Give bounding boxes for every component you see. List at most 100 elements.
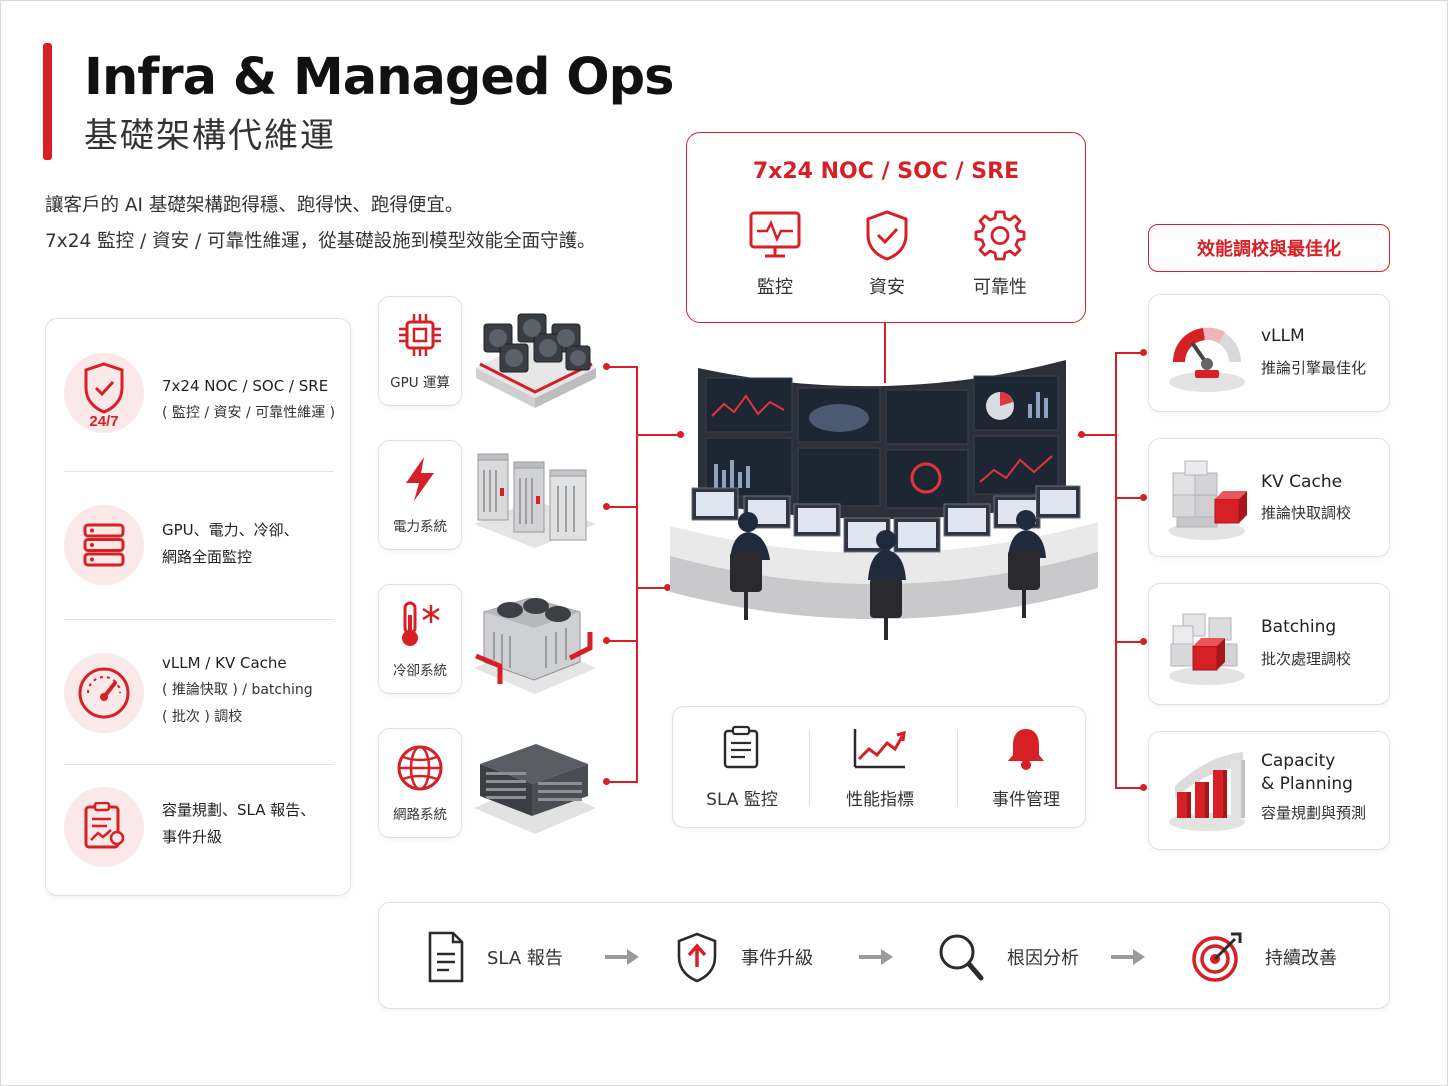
noc-item-label: 可靠性 <box>973 277 1027 298</box>
noc-item-security: 資安 <box>837 209 937 299</box>
noc-panel: 7x24 NOC / SOC / SRE 監控 資安 可靠性 <box>686 132 1086 323</box>
feature-subtitle: ( 推論快取 ) / batching <box>162 682 313 698</box>
connector-line-left <box>636 366 638 782</box>
shield-up-icon <box>677 932 717 982</box>
perf-card-subtitle: 容量規劃與預測 <box>1261 804 1367 822</box>
blocks-icon <box>1163 600 1251 688</box>
shield-check-icon <box>866 210 908 261</box>
metric-item-performance: 性能指標 <box>811 725 949 810</box>
noc-item-reliability: 可靠性 <box>950 209 1050 299</box>
description-line-2: 7x24 監控 / 資安 / 可靠性維運，從基礎設施到模型效能全面守護。 <box>45 231 596 252</box>
perf-card-vllm: vLLM 推論引擎最佳化 <box>1148 294 1390 412</box>
document-icon <box>428 931 464 982</box>
perf-card-title: vLLM <box>1261 326 1305 346</box>
badge-24-7: 24/7 <box>89 413 118 428</box>
page-subtitle: 基礎架構代維運 <box>84 116 336 156</box>
arrow-right-icon <box>605 949 639 965</box>
feature-title: 7x24 NOC / SOC / SRE <box>162 377 329 395</box>
noc-item-monitor: 監控 <box>725 209 825 299</box>
noc-item-label: 監控 <box>757 277 793 298</box>
connector-gpu <box>606 366 638 368</box>
metric-item-sla: SLA 監控 <box>673 725 811 810</box>
cooling-unit-illustration <box>470 592 600 697</box>
connector-to-center-1 <box>636 434 680 436</box>
magnifier-icon <box>939 934 984 980</box>
flow-step-label: 事件升級 <box>741 947 813 969</box>
divider <box>809 729 810 807</box>
description-line-1: 讓客戶的 AI 基礎架構跑得穩、跑得快、跑得便宜。 <box>45 195 464 216</box>
feature-subtitle-2: ( 批次 ) 調校 <box>162 709 243 725</box>
perf-section-title: 效能調校與最佳化 <box>1148 224 1390 272</box>
connector-cooling <box>606 640 638 642</box>
equipment-card-network: 網路系統 <box>378 728 462 838</box>
monitor-pulse-icon <box>749 211 801 258</box>
flow-step-label: 持續改善 <box>1265 947 1337 969</box>
equipment-label: 冷卻系統 <box>393 663 447 679</box>
server-icon <box>64 505 144 585</box>
control-room-illustration <box>664 352 1104 648</box>
page-description: 讓客戶的 AI 基礎架構跑得穩、跑得快、跑得便宜。 7x24 監控 / 資安 /… <box>45 188 596 260</box>
equipment-card-power: 電力系統 <box>378 440 462 550</box>
arrow-right-icon <box>1111 949 1145 965</box>
bell-icon <box>1008 729 1044 770</box>
perf-card-capacity: Capacity & Planning 容量規劃與預測 <box>1148 731 1390 850</box>
target-icon <box>1192 932 1242 982</box>
connector-power <box>606 506 638 508</box>
flow-step-root-cause: 根因分析 <box>937 903 1079 1010</box>
feature-title: 容量規劃、SLA 報告、 <box>162 801 316 819</box>
divider <box>64 471 334 472</box>
divider <box>957 729 958 807</box>
connector-vllm <box>1115 352 1143 354</box>
connector-network <box>606 781 638 783</box>
trend-chart-icon <box>853 729 906 769</box>
power-cabinet-illustration <box>470 448 600 553</box>
equipment-card-cooling: 冷卻系統 <box>378 584 462 694</box>
perf-card-subtitle: 推論快取調校 <box>1261 504 1352 522</box>
perf-card-title-line2: & Planning <box>1261 774 1353 794</box>
perf-card-subtitle: 推論引擎最佳化 <box>1261 359 1367 377</box>
clipboard-list-icon <box>723 725 759 769</box>
connector-from-center <box>1080 434 1116 436</box>
divider <box>64 764 334 765</box>
connector-to-center-2 <box>636 587 668 589</box>
perf-card-title: KV Cache <box>1261 472 1343 492</box>
thermometer-snow-icon <box>379 599 461 647</box>
title-accent-bar <box>43 43 52 160</box>
network-switch-illustration <box>470 734 600 839</box>
connector-noc <box>884 323 886 383</box>
flow-step-label: 根因分析 <box>1007 947 1079 969</box>
arrow-right-icon <box>859 949 893 965</box>
flow-step-improve: 持續改善 <box>1191 903 1337 1010</box>
perf-card-title: Capacity & Planning <box>1261 750 1353 796</box>
bar-chart-3d-icon <box>1163 746 1251 834</box>
lightning-icon <box>379 455 461 503</box>
chip-icon <box>379 311 461 359</box>
page-title: Infra & Managed Ops <box>84 48 674 107</box>
connector-capacity <box>1115 787 1143 789</box>
perf-card-kvcache: KV Cache 推論快取調校 <box>1148 438 1390 557</box>
perf-card-title-line1: Capacity <box>1261 751 1336 771</box>
perf-card-title: Batching <box>1261 617 1337 637</box>
equipment-label: 網路系統 <box>393 807 447 823</box>
flow-step-label: SLA 報告 <box>487 947 563 969</box>
report-icon <box>64 787 144 867</box>
shield-check-icon: 24/7 <box>64 353 144 433</box>
metric-label: 事件管理 <box>992 790 1060 810</box>
perf-card-batching: Batching 批次處理調校 <box>1148 583 1390 705</box>
feature-subtitle: ( 監控 / 資安 / 可靠性維運 ) <box>162 405 336 421</box>
cubes-icon <box>1163 455 1251 543</box>
connector-kvcache <box>1115 497 1143 499</box>
metrics-panel: SLA 監控 性能指標 事件管理 <box>672 706 1086 828</box>
equipment-card-gpu: GPU 運算 <box>378 296 462 406</box>
globe-icon <box>379 743 461 791</box>
connector-line-right <box>1115 352 1117 788</box>
equipment-label: GPU 運算 <box>390 375 450 391</box>
feature-subtitle: 網路全面監控 <box>162 548 253 566</box>
metric-label: 性能指標 <box>846 790 914 810</box>
gear-icon <box>974 210 1026 261</box>
metric-label: SLA 監控 <box>706 790 778 810</box>
gauge-icon <box>64 653 144 733</box>
metric-item-incident: 事件管理 <box>957 725 1095 810</box>
flow-step-escalation: 事件升級 <box>675 903 813 1010</box>
feature-panel: 24/7 7x24 NOC / SOC / SRE ( 監控 / 資安 / 可靠… <box>45 318 351 896</box>
